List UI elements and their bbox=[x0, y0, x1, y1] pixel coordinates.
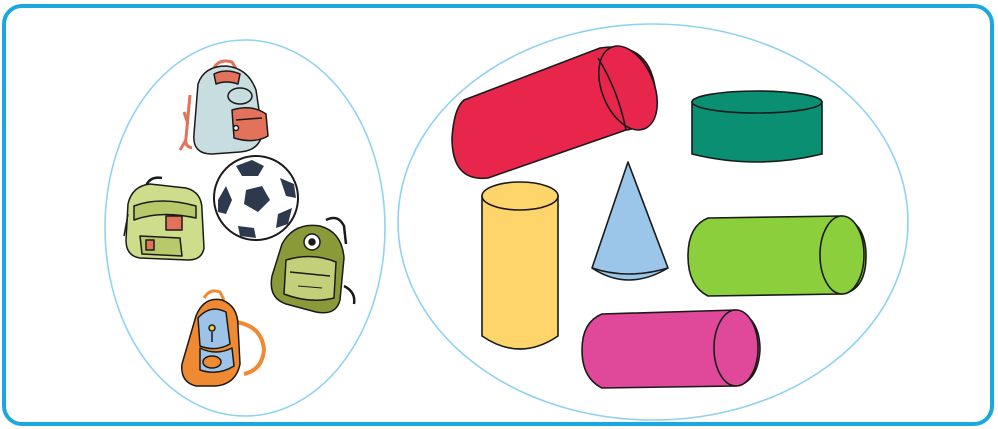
cylinder-magenta bbox=[582, 310, 760, 388]
soccer-ball bbox=[214, 156, 298, 240]
cylinder-red bbox=[452, 37, 669, 178]
backpack-orange-blue bbox=[182, 291, 264, 386]
backpack-olive bbox=[271, 218, 354, 313]
cylinder-teal bbox=[692, 91, 822, 162]
cylinder-green bbox=[688, 216, 866, 296]
backpack-lightgreen bbox=[124, 178, 204, 260]
backpack-gray bbox=[180, 61, 268, 154]
cone-blue bbox=[592, 162, 668, 280]
cylinder-yellow bbox=[482, 182, 558, 349]
